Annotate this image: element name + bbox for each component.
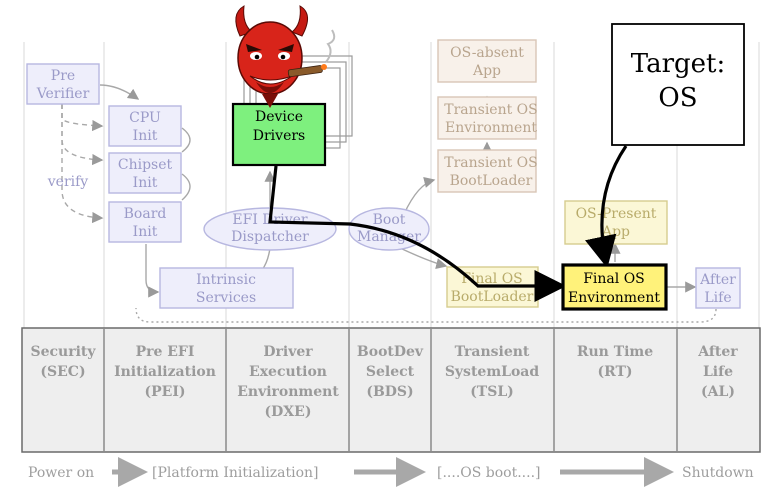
svg-text:Drivers: Drivers	[253, 128, 305, 144]
svg-text:OS: OS	[658, 83, 697, 113]
phase-tsl: Transient SystemLoad (TSL)	[445, 344, 540, 400]
svg-text:(AL): (AL)	[701, 384, 735, 400]
svg-text:Transient OS: Transient OS	[444, 102, 538, 118]
svg-text:BootDev: BootDev	[357, 344, 424, 360]
svg-text:OS-absent: OS-absent	[450, 45, 524, 61]
svg-text:(SEC): (SEC)	[40, 364, 85, 380]
verify-label: verify	[47, 174, 89, 190]
svg-text:SystemLoad: SystemLoad	[445, 364, 540, 380]
svg-text:(BDS): (BDS)	[366, 384, 413, 400]
svg-text:Initialization: Initialization	[114, 364, 216, 380]
phase-dxe: Driver Execution Environment (DXE)	[237, 344, 339, 420]
os-present-app-box: OS-Present App	[564, 200, 668, 245]
svg-text:CPU: CPU	[129, 110, 161, 126]
svg-text:App: App	[601, 224, 630, 240]
phase-rt: Run Time (RT)	[577, 344, 653, 380]
svg-text:[....OS boot....]: [....OS boot....]	[437, 465, 541, 481]
svg-text:Boot: Boot	[373, 212, 406, 228]
svg-text:Execution: Execution	[249, 364, 327, 380]
svg-text:Init: Init	[133, 224, 158, 240]
svg-text:Chipset: Chipset	[118, 157, 173, 173]
os-absent-app-box: OS-absent App	[437, 39, 537, 83]
svg-text:Target:: Target:	[631, 49, 726, 79]
svg-text:Environment: Environment	[237, 384, 339, 400]
svg-text:(TSL): (TSL)	[470, 384, 514, 400]
cpu-init-box: CPU Init	[108, 105, 182, 147]
phase-pei: Pre EFI Initialization (PEI)	[114, 344, 216, 400]
svg-text:Driver: Driver	[263, 344, 313, 360]
svg-text:Init: Init	[133, 128, 158, 144]
svg-text:Device: Device	[255, 109, 303, 125]
pre-verifier-box: Pre Verifier	[26, 63, 100, 105]
svg-text:(PEI): (PEI)	[145, 384, 186, 400]
svg-text:Run Time: Run Time	[577, 344, 653, 360]
chipset-init-box: Chipset Init	[108, 152, 182, 194]
phase-al: After Life (AL)	[697, 344, 738, 400]
after-life-box: After Life	[695, 267, 741, 309]
svg-text:After: After	[697, 344, 738, 360]
svg-text:Dispatcher: Dispatcher	[231, 229, 309, 245]
transient-os-environment-box: Transient OS Environment	[437, 96, 538, 140]
svg-text:Transient: Transient	[455, 344, 530, 360]
svg-text:Manager: Manager	[357, 229, 421, 245]
svg-text:Services: Services	[196, 290, 256, 306]
transient-os-bootloader-box: Transient OS BootLoader	[437, 149, 538, 193]
svg-text:OS-Present: OS-Present	[576, 206, 657, 222]
final-os-environment-box: Final OS Environment	[561, 263, 668, 311]
svg-text:Final OS: Final OS	[583, 271, 645, 287]
svg-text:Environment: Environment	[445, 120, 537, 136]
intrinsic-services-box: Intrinsic Services	[159, 267, 294, 309]
svg-text:Board: Board	[124, 206, 167, 222]
timeline: Power on [Platform Initialization] [....…	[28, 457, 754, 487]
svg-text:Verifier: Verifier	[36, 86, 90, 102]
svg-text:Shutdown: Shutdown	[682, 465, 754, 481]
phase-bds: BootDev Select (BDS)	[357, 344, 424, 400]
device-drivers-box: Device Drivers	[231, 102, 327, 167]
svg-text:Power on: Power on	[28, 465, 94, 481]
svg-text:App: App	[472, 63, 501, 79]
svg-text:Pre EFI: Pre EFI	[136, 344, 195, 360]
svg-text:After: After	[699, 272, 736, 288]
svg-text:BootLoader: BootLoader	[450, 173, 533, 189]
svg-text:Environment: Environment	[568, 290, 660, 306]
phase-band	[21, 327, 761, 453]
svg-text:BootLoader: BootLoader	[451, 289, 534, 305]
svg-text:Life: Life	[703, 364, 733, 380]
target-os-box: Target: OS	[611, 23, 745, 146]
svg-text:Intrinsic: Intrinsic	[196, 272, 256, 288]
flow-connectors	[61, 84, 717, 323]
svg-text:Init: Init	[133, 175, 158, 191]
board-init-box: Board Init	[108, 201, 182, 243]
attack-path	[268, 145, 628, 302]
svg-text:Life: Life	[704, 290, 731, 306]
phase-sec: Security (SEC)	[30, 344, 96, 380]
svg-text:Transient OS: Transient OS	[444, 155, 538, 171]
svg-text:(DXE): (DXE)	[265, 404, 312, 420]
svg-text:(RT): (RT)	[597, 364, 632, 380]
svg-text:Pre: Pre	[51, 68, 75, 84]
svg-text:[Platform Initialization]: [Platform Initialization]	[152, 465, 319, 481]
svg-text:Select: Select	[366, 364, 415, 380]
devil-icon	[235, 5, 336, 108]
svg-text:Security: Security	[30, 344, 96, 360]
